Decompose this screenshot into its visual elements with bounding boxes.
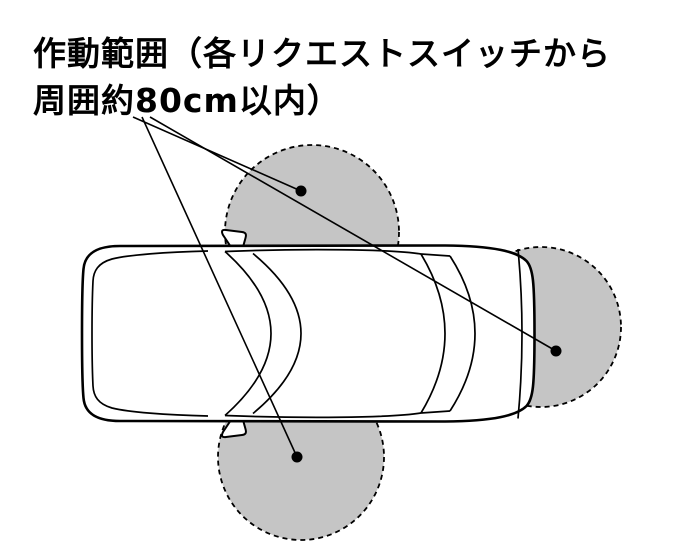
leader-line-trunk (149, 116, 557, 352)
car-body-outline (80, 244, 536, 423)
car-top-view (80, 228, 536, 439)
leader-dot-driver-door (295, 185, 307, 197)
trunk-seam-line (517, 248, 523, 419)
leader-lines (132, 116, 562, 463)
title-line-2: 周囲約80cm以内） (33, 81, 341, 120)
windshield-rear-arc (252, 252, 302, 415)
leader-line-passenger-door (141, 116, 298, 458)
rear-window-rear-arc (449, 255, 476, 412)
leader-dot-trunk (550, 345, 562, 357)
rear-window-front-arc (420, 253, 446, 414)
driver-side-mirror-icon (221, 228, 247, 248)
rear-window-bottom-connector (420, 410, 451, 414)
operating-range-title: 作動範囲（各リクエストスイッチから 周囲約80cm以内） (33, 30, 611, 124)
leader-line-driver-door (132, 116, 302, 192)
hood-inner-line (91, 250, 209, 417)
side-window-line-bottom (224, 412, 422, 419)
side-window-line-top (224, 248, 422, 255)
rear-window-top-connector (420, 253, 451, 257)
passenger-side-mirror-icon (221, 419, 247, 439)
title-line-1: 作動範囲（各リクエストスイッチから (33, 34, 611, 73)
windshield-front-arc (224, 250, 272, 417)
leader-dot-passenger-door (291, 451, 303, 463)
